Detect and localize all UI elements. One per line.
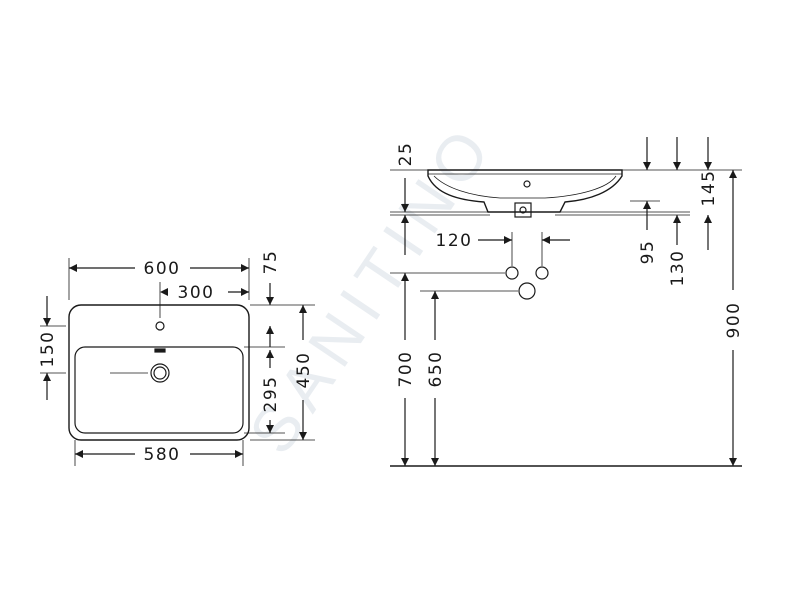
side-view [390,137,742,467]
label-height-900: 900 [724,302,744,339]
water-connection-left [505,266,519,280]
label-outlet-spacing-120: 120 [436,231,473,251]
label-height-650: 650 [426,351,446,388]
label-depth-450: 450 [294,352,314,389]
label-rim-25: 25 [396,142,416,167]
waste-connection [518,282,536,300]
overflow-slot [154,348,166,353]
label-depth-130: 130 [668,250,688,287]
label-bowl-depth-295: 295 [261,376,281,413]
label-depth-offset-75: 75 [261,250,281,275]
basin-outline [68,304,250,441]
tap-hole [155,321,165,331]
label-depth-95: 95 [638,240,658,265]
top-view [40,258,315,466]
water-connection-right [535,266,549,280]
drain-inner [153,366,167,380]
label-tap-offset-300: 300 [178,283,215,303]
label-front-depth-150: 150 [38,331,58,368]
basin-bowl [74,346,244,434]
label-basin-145: 145 [699,170,719,207]
label-width-600: 600 [144,259,181,279]
waste-outlet [514,202,532,218]
label-width-580: 580 [144,445,181,465]
side-tap-hole [523,180,531,188]
drain [150,363,170,383]
label-height-700: 700 [396,351,416,388]
